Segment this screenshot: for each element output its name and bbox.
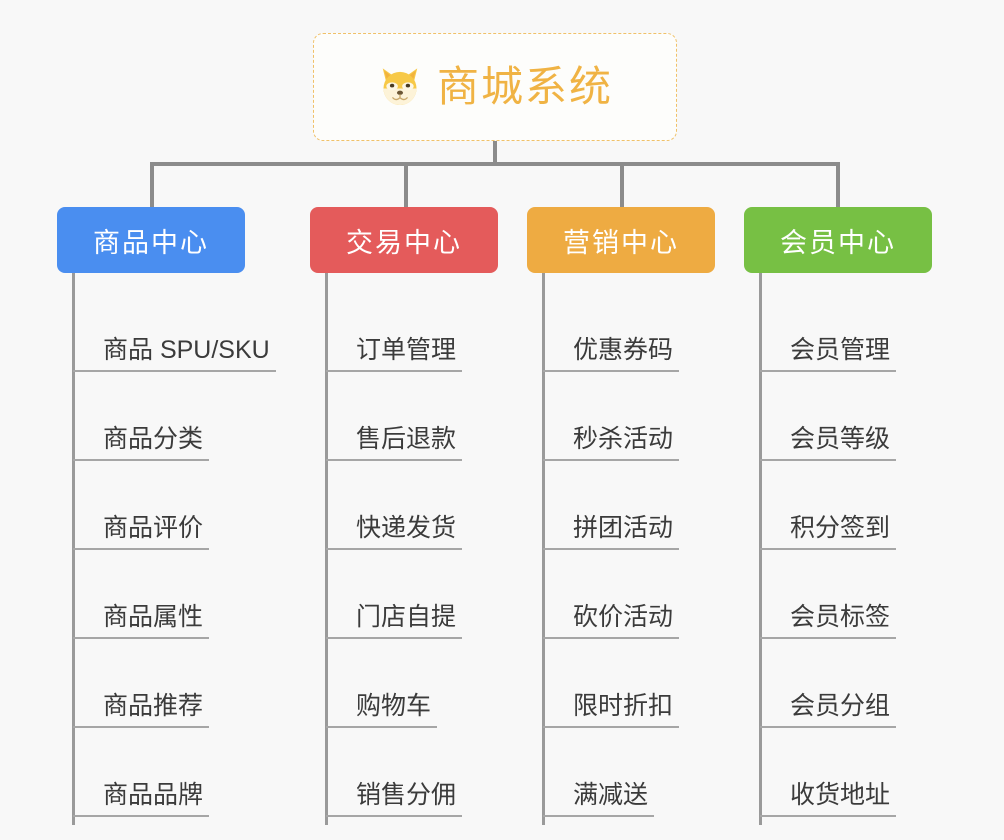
list-item[interactable]: 会员分组 xyxy=(759,639,932,728)
list-item[interactable]: 砍价活动 xyxy=(542,550,715,639)
list-item[interactable]: 售后退款 xyxy=(325,372,498,461)
leaf-label: 会员等级 xyxy=(790,425,891,454)
leaf-label: 商品属性 xyxy=(103,603,204,632)
list-item[interactable]: 会员管理 xyxy=(759,283,932,372)
list-item[interactable]: 商品推荐 xyxy=(72,639,276,728)
leaf-label: 商品品牌 xyxy=(103,781,204,810)
list-item[interactable]: 满减送 xyxy=(542,728,715,817)
leaf-label: 商品分类 xyxy=(103,425,204,454)
leaf-label: 拼团活动 xyxy=(573,514,674,543)
category-header-4[interactable]: 会员中心 xyxy=(744,207,932,273)
category-header-2[interactable]: 交易中心 xyxy=(310,207,498,273)
category-label-2: 交易中心 xyxy=(346,227,462,258)
branch-column-3: 营销中心 优惠券码 秒杀活动 拼团活动 砍价活动 限时折扣 满减送 xyxy=(527,207,715,825)
list-item[interactable]: 限时折扣 xyxy=(542,639,715,728)
root-node[interactable]: 商城系统 xyxy=(313,33,677,141)
branch-column-2: 交易中心 订单管理 售后退款 快递发货 门店自提 购物车 销售分佣 xyxy=(310,207,498,825)
list-item[interactable]: 会员等级 xyxy=(759,372,932,461)
category-label-1: 商品中心 xyxy=(93,227,209,258)
leaf-label: 商品推荐 xyxy=(103,692,204,721)
list-item[interactable]: 会员标签 xyxy=(759,550,932,639)
leaf-label: 订单管理 xyxy=(356,336,457,365)
category-label-4: 会员中心 xyxy=(780,227,896,258)
branch-items-1: 商品 SPU/SKU 商品分类 商品评价 商品属性 商品推荐 商品品牌 xyxy=(72,273,276,825)
list-item[interactable]: 秒杀活动 xyxy=(542,372,715,461)
leaf-label: 商品 SPU/SKU xyxy=(103,336,270,365)
branch-items-2: 订单管理 售后退款 快递发货 门店自提 购物车 销售分佣 xyxy=(325,273,498,825)
leaf-label: 优惠券码 xyxy=(573,336,674,365)
connector-drop-1 xyxy=(150,162,154,207)
branch-column-4: 会员中心 会员管理 会员等级 积分签到 会员标签 会员分组 收货地址 xyxy=(744,207,932,825)
leaf-label: 售后退款 xyxy=(356,425,457,454)
list-item[interactable]: 拼团活动 xyxy=(542,461,715,550)
root-title: 商城系统 xyxy=(436,63,613,110)
list-item[interactable]: 销售分佣 xyxy=(325,728,498,817)
leaf-label: 购物车 xyxy=(356,692,432,721)
leaf-label: 会员标签 xyxy=(790,603,891,632)
list-item[interactable]: 快递发货 xyxy=(325,461,498,550)
category-label-3: 营销中心 xyxy=(563,227,679,258)
leaf-label: 快递发货 xyxy=(356,514,457,543)
leaf-label: 会员管理 xyxy=(790,336,891,365)
list-item[interactable]: 商品品牌 xyxy=(72,728,276,817)
connector-horizontal-bus xyxy=(150,162,839,166)
branch-column-1: 商品中心 商品 SPU/SKU 商品分类 商品评价 商品属性 商品推荐 商品品牌 xyxy=(57,207,276,825)
connector-drop-2 xyxy=(404,162,408,207)
leaf-label: 收货地址 xyxy=(790,781,891,810)
list-item[interactable]: 商品分类 xyxy=(72,372,276,461)
leaf-label: 积分签到 xyxy=(790,514,891,543)
leaf-label: 秒杀活动 xyxy=(573,425,674,454)
leaf-label: 商品评价 xyxy=(103,514,204,543)
list-item[interactable]: 优惠券码 xyxy=(542,283,715,372)
list-item[interactable]: 积分签到 xyxy=(759,461,932,550)
leaf-label: 销售分佣 xyxy=(356,781,457,810)
list-item[interactable]: 商品评价 xyxy=(72,461,276,550)
list-item[interactable]: 商品属性 xyxy=(72,550,276,639)
branch-items-4: 会员管理 会员等级 积分签到 会员标签 会员分组 收货地址 xyxy=(759,273,932,825)
branch-items-3: 优惠券码 秒杀活动 拼团活动 砍价活动 限时折扣 满减送 xyxy=(542,273,715,825)
category-header-1[interactable]: 商品中心 xyxy=(57,207,245,273)
connector-drop-3 xyxy=(620,162,624,207)
leaf-label: 会员分组 xyxy=(790,692,891,721)
leaf-label: 满减送 xyxy=(573,781,649,810)
list-item[interactable]: 商品 SPU/SKU xyxy=(72,283,276,372)
list-item[interactable]: 收货地址 xyxy=(759,728,932,817)
list-item[interactable]: 门店自提 xyxy=(325,550,498,639)
connector-drop-4 xyxy=(836,162,840,207)
leaf-label: 门店自提 xyxy=(356,603,457,632)
connector-root-vertical xyxy=(493,141,497,165)
leaf-label: 限时折扣 xyxy=(573,692,674,721)
list-item[interactable]: 订单管理 xyxy=(325,283,498,372)
list-item[interactable]: 购物车 xyxy=(325,639,498,728)
shiba-dog-face-icon xyxy=(377,64,423,110)
leaf-label: 砍价活动 xyxy=(573,603,674,632)
category-header-3[interactable]: 营销中心 xyxy=(527,207,715,273)
